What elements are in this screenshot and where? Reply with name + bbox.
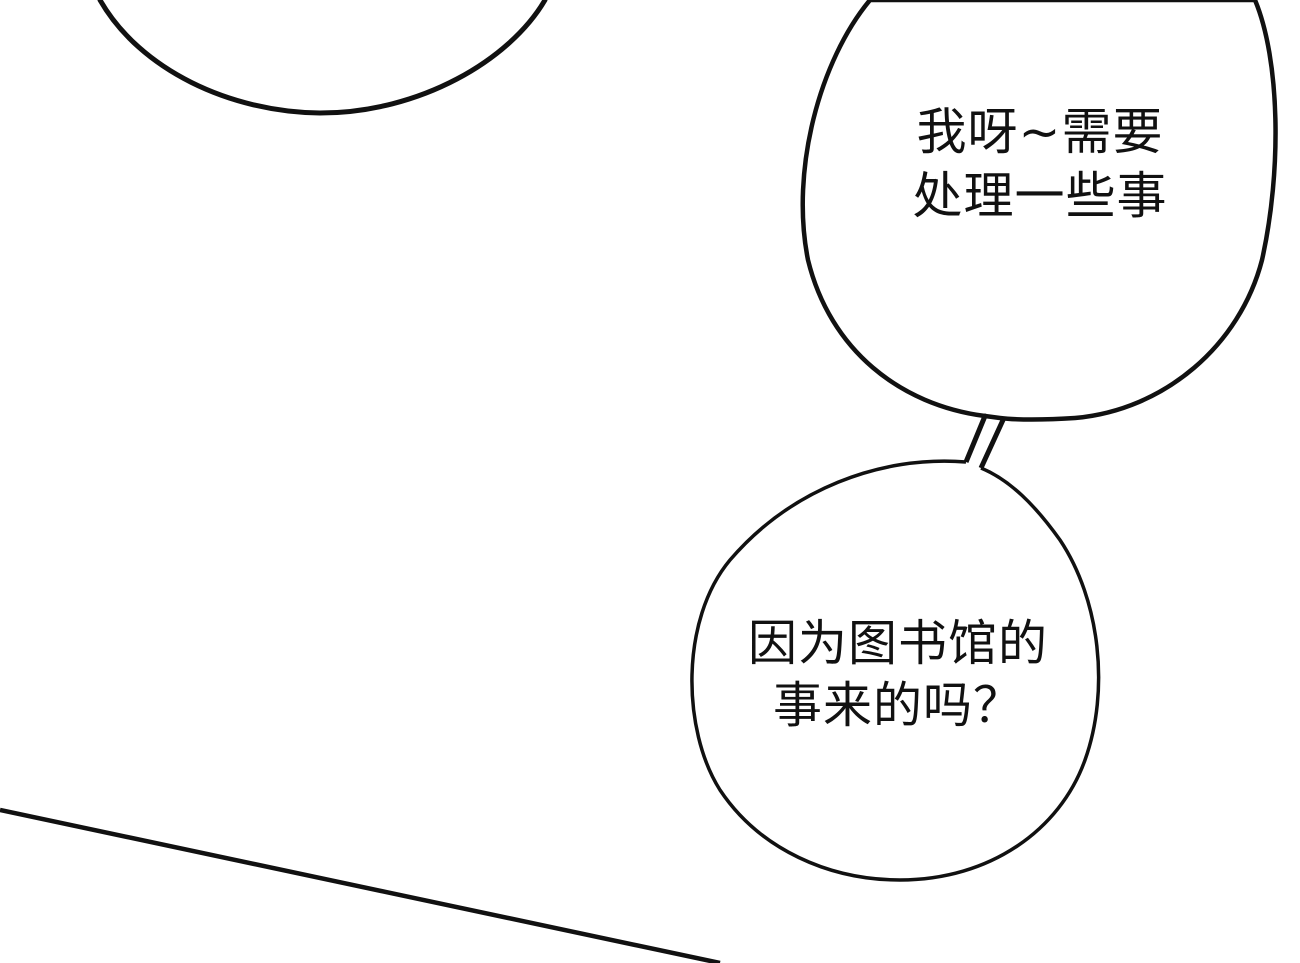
speech-bubble-top-right [800,0,1278,422]
speech-bubble-bottom-right [690,459,1101,882]
bubble-connector-tail [963,413,988,465]
panel-border-line [0,807,721,963]
speech-text-bottom-right: 因为图书馆的 事来的吗？ [747,615,1048,734]
bubble-connector-tail [978,417,1006,471]
speech-bubble-top-left [97,0,548,116]
speech-text-top-right: 我呀~需要 处理一些事 [912,103,1168,225]
